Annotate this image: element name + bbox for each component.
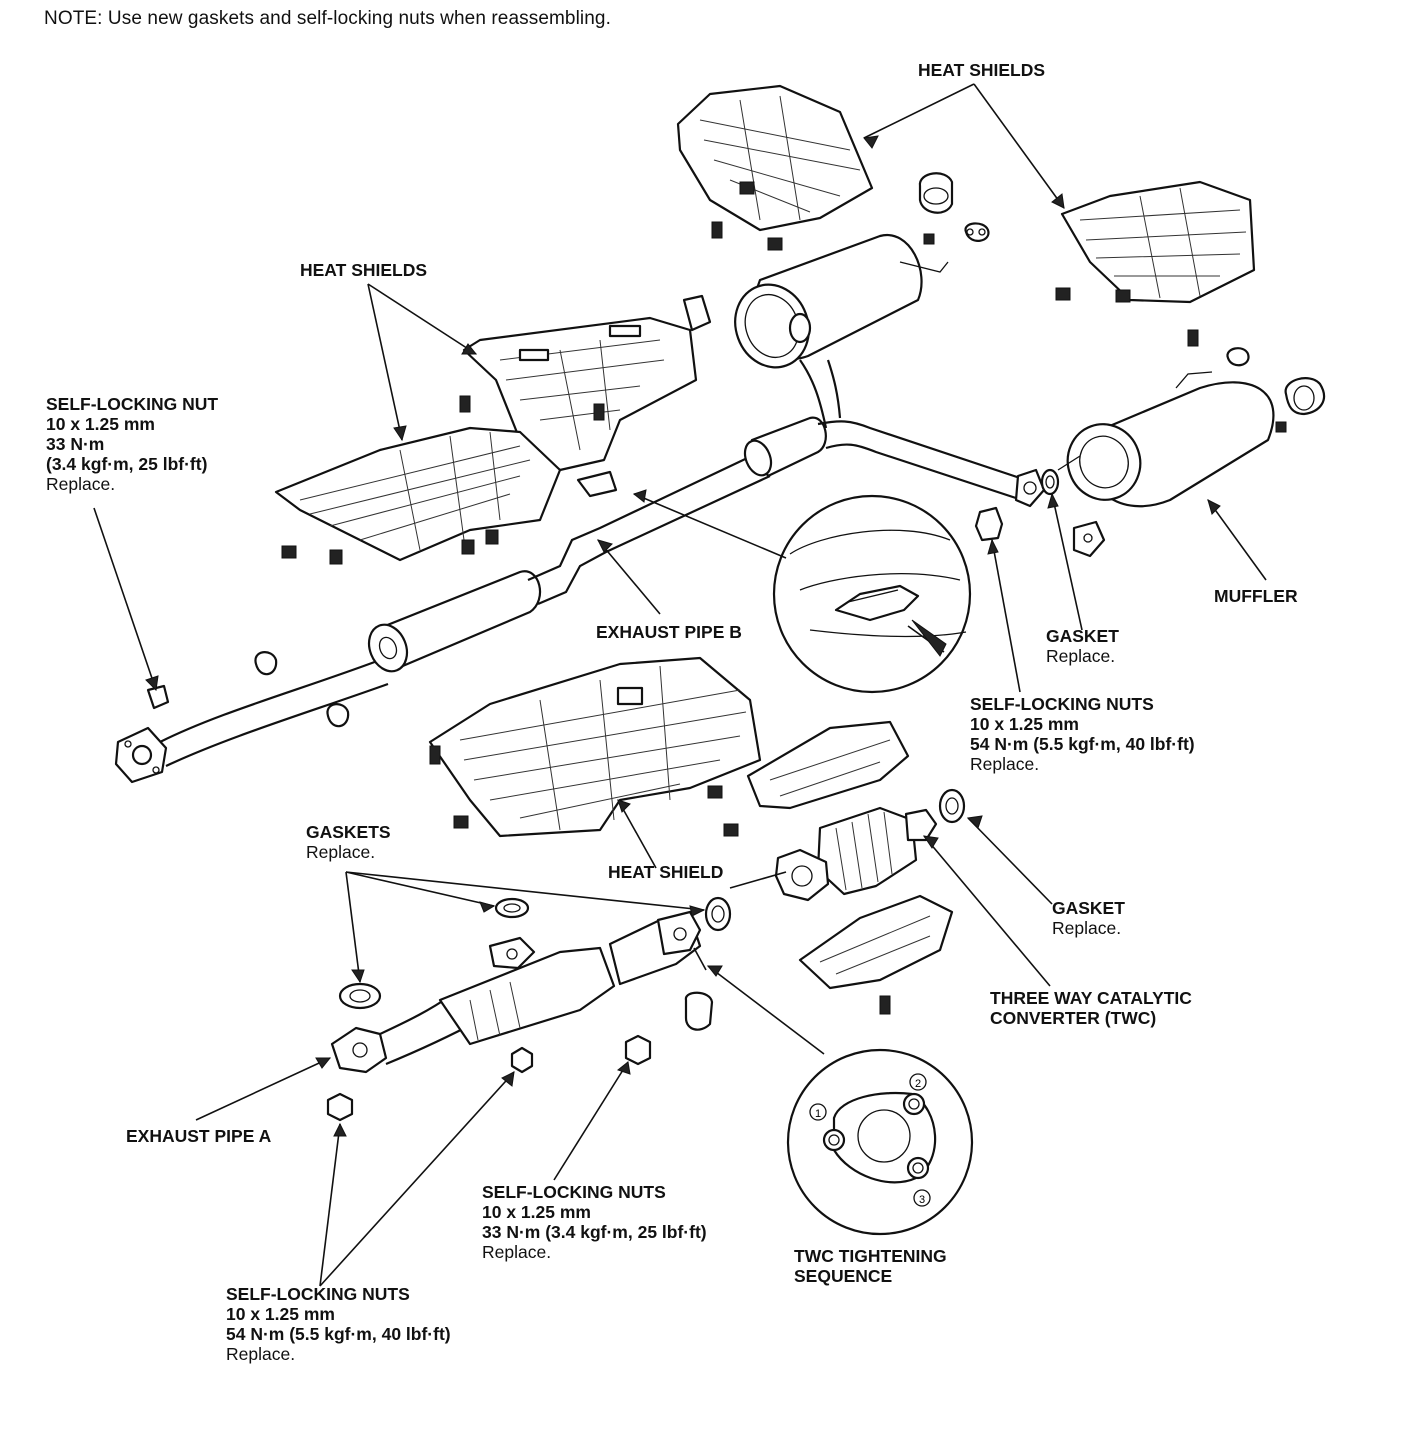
heat-shield-twc-upper bbox=[746, 720, 910, 810]
bracket-detail-circle bbox=[772, 494, 972, 694]
heat-shield-twc-lower bbox=[798, 894, 954, 990]
label-exhaust-pipe-a: EXHAUST PIPE A bbox=[126, 1126, 272, 1146]
upper-muffler bbox=[734, 172, 990, 369]
twc bbox=[774, 806, 938, 902]
label-gasket-right: GASKET Replace. bbox=[1046, 626, 1119, 666]
leader-lines bbox=[93, 83, 1267, 1287]
self-locking-nuts-pipe-a bbox=[326, 991, 714, 1122]
label-exhaust-pipe-b: EXHAUST PIPE B bbox=[596, 622, 742, 642]
bolts bbox=[281, 181, 1287, 1015]
gaskets-pipe-a bbox=[338, 896, 732, 1010]
reassembly-note: NOTE: Use new gaskets and self-locking n… bbox=[44, 8, 611, 29]
label-twc-tightening-sequence: TWC TIGHTENING SEQUENCE bbox=[794, 1246, 947, 1286]
heat-shield-right bbox=[1060, 180, 1256, 304]
label-twc: THREE WAY CATALYTIC CONVERTER (TWC) bbox=[990, 988, 1192, 1028]
label-gasket-twc: GASKET Replace. bbox=[1052, 898, 1125, 938]
rubber-hangers bbox=[146, 294, 712, 728]
twc-sequence-detail-circle: 1 2 3 bbox=[786, 1048, 974, 1236]
label-heat-shield-mid: HEAT SHIELD bbox=[608, 862, 724, 882]
exhaust-pipe-a bbox=[330, 910, 702, 1074]
label-heat-shields-top: HEAT SHIELDS bbox=[918, 60, 1046, 80]
label-heat-shields-left: HEAT SHIELDS bbox=[300, 260, 428, 280]
sequence-number-1: 1 bbox=[815, 1108, 821, 1120]
arrowheads bbox=[145, 135, 1221, 1137]
heat-shield-left-upper bbox=[462, 316, 698, 472]
rear-gasket bbox=[974, 468, 1060, 542]
twc-gasket bbox=[938, 788, 966, 824]
label-self-locking-nuts-right: SELF-LOCKING NUTS 10 x 1.25 mm 54 N·m (5… bbox=[970, 694, 1195, 774]
rear-muffler bbox=[1057, 347, 1326, 558]
label-gaskets-left: GASKETS Replace. bbox=[306, 822, 391, 862]
label-muffler: MUFFLER bbox=[1214, 586, 1298, 606]
label-self-locking-nuts-bottom: SELF-LOCKING NUTS 10 x 1.25 mm 54 N·m (5… bbox=[226, 1284, 451, 1364]
sequence-number-3: 3 bbox=[919, 1194, 925, 1206]
label-self-locking-nuts-mid: SELF-LOCKING NUTS 10 x 1.25 mm 33 N·m (3… bbox=[482, 1182, 707, 1262]
heat-shield-mid bbox=[428, 656, 762, 838]
heat-shield-top bbox=[676, 84, 874, 232]
sequence-number-2: 2 bbox=[915, 1078, 921, 1090]
label-self-locking-nut-left: SELF-LOCKING NUT 10 x 1.25 mm 33 N·m (3.… bbox=[46, 394, 219, 494]
heat-shield-left-lower bbox=[274, 426, 562, 562]
